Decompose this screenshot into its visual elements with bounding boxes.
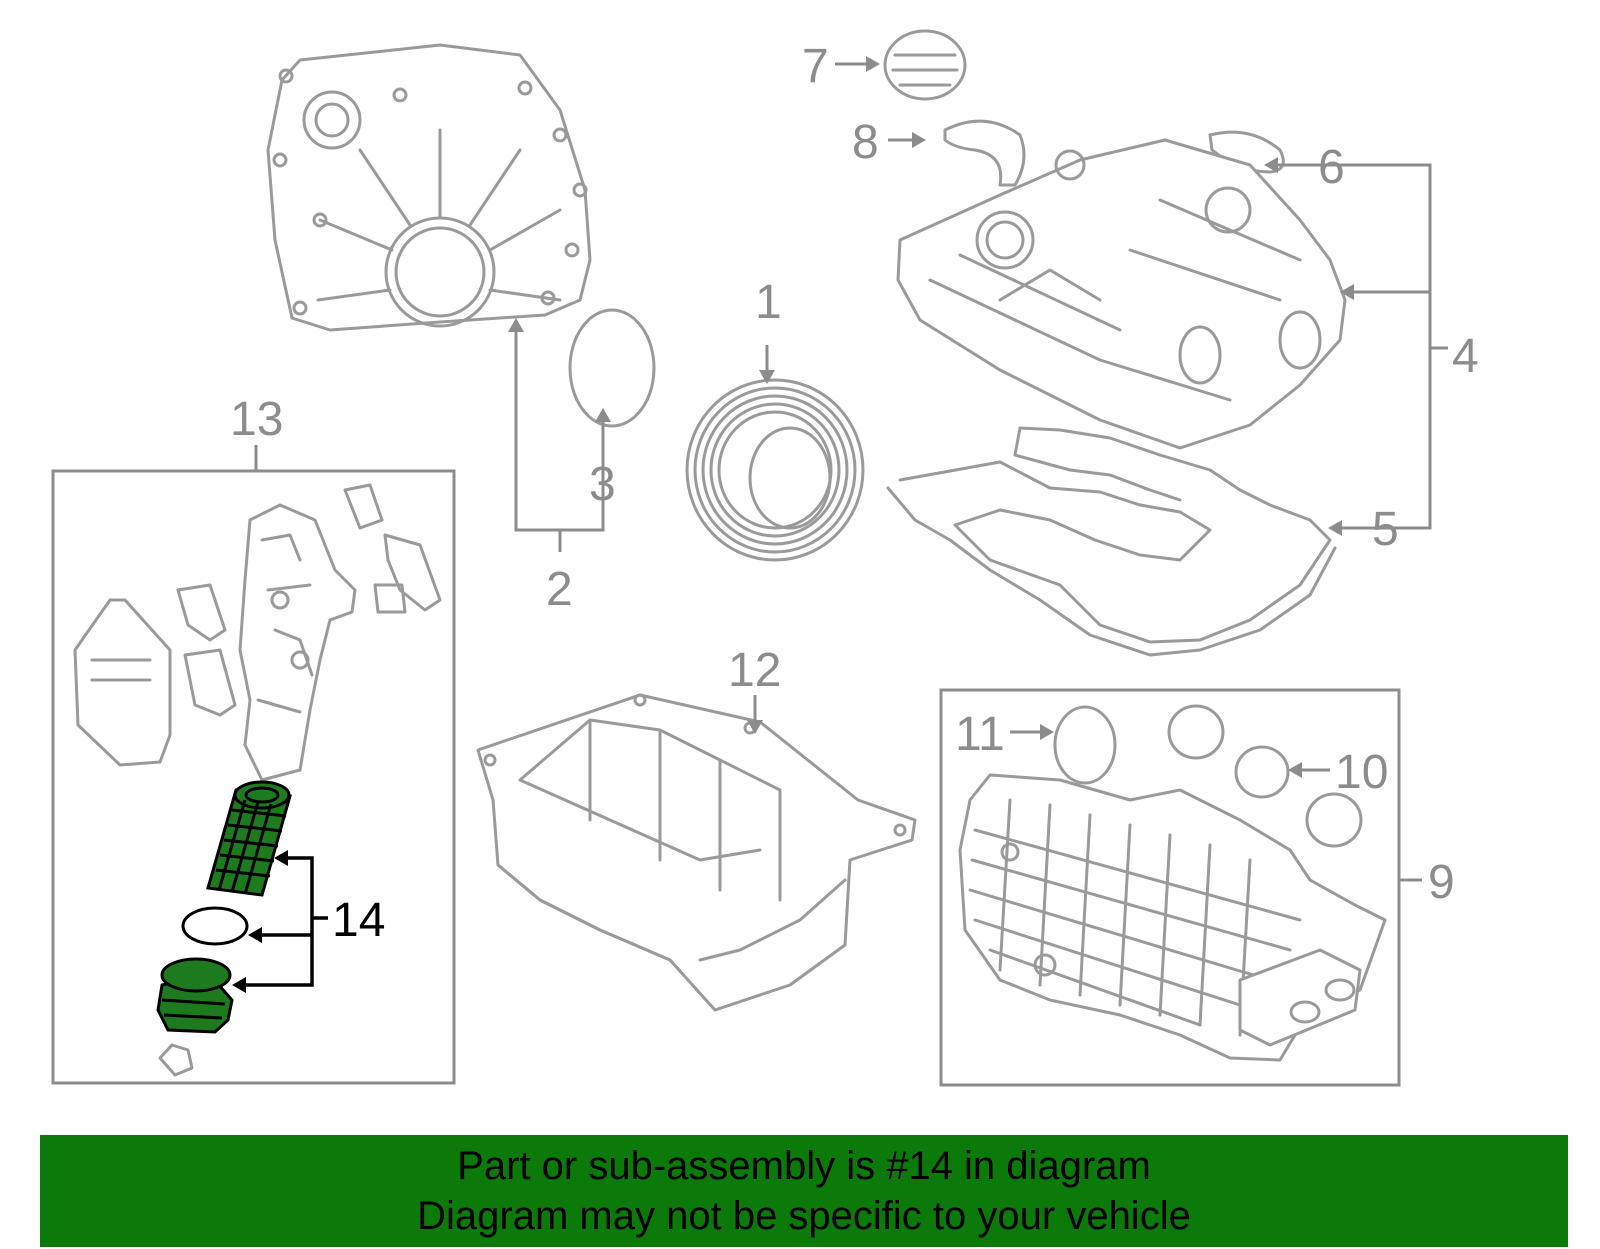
timing-cover-part-2[interactable] — [266, 43, 592, 332]
callout-14: 14 — [332, 894, 385, 947]
oil-filter-part-14[interactable] — [156, 780, 292, 1034]
drain-plug[interactable] — [158, 1043, 194, 1077]
callout-3: 3 — [589, 458, 616, 511]
callout-7: 7 — [802, 40, 829, 93]
seal-ring[interactable] — [1305, 792, 1363, 848]
gasket-part-8[interactable] — [943, 119, 1026, 187]
callout-8: 8 — [852, 116, 879, 169]
group-box-13 — [51, 469, 456, 1085]
banner-line-disclaimer: Diagram may not be specific to your vehi… — [417, 1194, 1191, 1238]
seal-ring-part-3[interactable] — [568, 308, 656, 428]
seal-ring[interactable] — [1167, 704, 1225, 760]
banner-line-part: Part or sub-assembly is #14 in diagram — [457, 1144, 1151, 1188]
info-banner: Part or sub-assembly is #14 in diagram D… — [40, 1135, 1568, 1247]
valve-cover-part-4[interactable] — [896, 138, 1347, 450]
o-ring[interactable] — [181, 906, 249, 946]
callout-9: 9 — [1428, 856, 1455, 909]
callout-13: 13 — [230, 393, 283, 446]
intake-manifold-part-9[interactable] — [958, 773, 1387, 1062]
seal-ring-part-11[interactable] — [1053, 705, 1117, 785]
oil-filter-housing-part-13[interactable] — [73, 483, 442, 782]
callout-11: 11 — [955, 708, 1005, 761]
callout-10: 10 — [1335, 746, 1388, 799]
callout-2: 2 — [546, 563, 573, 616]
callout-5: 5 — [1372, 503, 1399, 556]
callout-4: 4 — [1452, 330, 1479, 383]
crankshaft-pulley-part-1[interactable] — [685, 378, 865, 562]
group-box-9 — [939, 688, 1401, 1087]
callout-1: 1 — [755, 276, 782, 329]
callout-6: 6 — [1318, 141, 1345, 194]
seal-ring-part-10[interactable] — [1234, 745, 1290, 799]
callout-12: 12 — [728, 644, 781, 697]
oil-filler-cap-part-7[interactable] — [883, 29, 967, 101]
valve-cover-gasket-part-5[interactable] — [898, 426, 1332, 644]
oil-pan-part-12[interactable] — [476, 693, 917, 1012]
